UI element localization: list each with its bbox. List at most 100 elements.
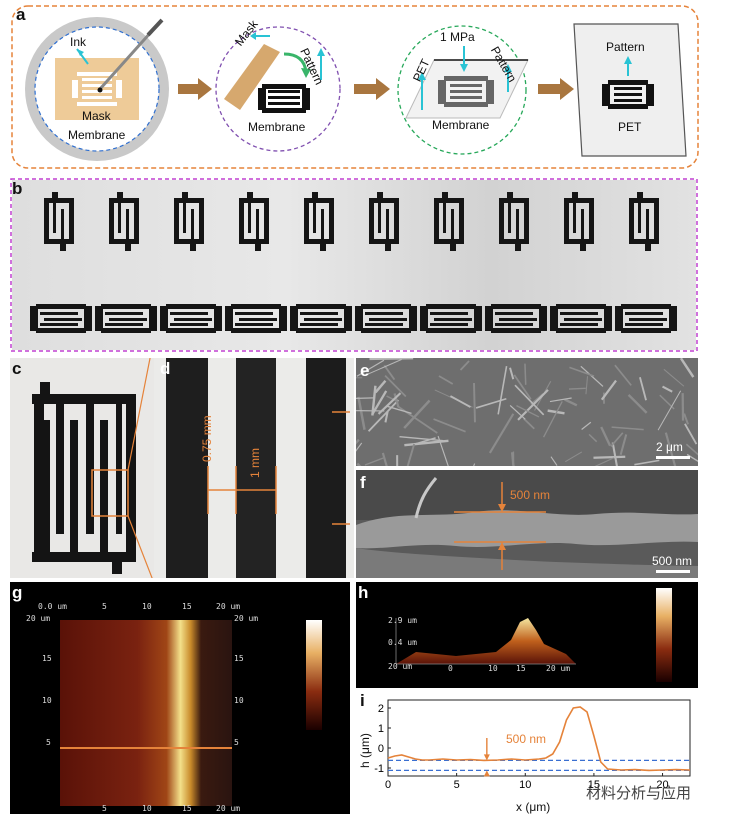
horizontal-electrode-pattern (30, 304, 92, 333)
vertical-electrode-pattern (369, 192, 399, 251)
sem-fiber (568, 387, 586, 390)
g-bottom-tick-3: 20 um (216, 804, 241, 813)
process-arrow-3 (538, 78, 574, 100)
panel-g-afm (60, 620, 322, 806)
h-z-tick-1: 0.4 um (388, 638, 417, 647)
sem-fiber (664, 432, 677, 466)
h-z-tick-2: 20 um (388, 662, 413, 671)
sem-fiber (524, 363, 527, 385)
sem-fiber (659, 394, 675, 410)
sem-fiber (657, 390, 682, 431)
sem-fiber (438, 375, 454, 385)
sem-fiber (473, 383, 476, 423)
vertical-electrode-pattern (499, 192, 529, 251)
step4-pattern-label: Pattern (606, 40, 645, 54)
panel-c: c (10, 358, 154, 578)
process-arrow-2 (354, 78, 390, 100)
sem-fiber (523, 417, 535, 430)
vertical-electrode-pattern (174, 192, 204, 251)
sem-fiber (611, 442, 618, 466)
sem-fiber (569, 366, 595, 377)
x-tick-label: 5 (454, 779, 460, 791)
panel-h-label: h (358, 583, 369, 602)
horizontal-electrode-pattern (160, 304, 222, 333)
x-tick-label: 20 (656, 779, 668, 791)
sem-fiber (594, 457, 615, 466)
horizontal-electrode-pattern (290, 304, 352, 333)
sem-fiber (585, 376, 589, 395)
thickness-arrowhead-bottom (483, 770, 490, 777)
sem-fiber (684, 423, 698, 445)
i-ylabel: h (μm) (358, 733, 372, 768)
panel-b-border (10, 178, 698, 352)
x-tick-label: 0 (385, 779, 391, 791)
panel-b-patterns (30, 192, 677, 333)
sem-fiber (433, 418, 466, 433)
g-right-tick-3: 5 (234, 738, 239, 747)
sem-fiber (600, 426, 612, 447)
sem-fiber (509, 405, 526, 420)
line-width-label: 1 mm (248, 448, 262, 478)
panel-f-scalebar-label: 500 nm (652, 554, 693, 568)
height-profile-line (387, 706, 691, 772)
sem-fiber (516, 404, 540, 418)
sem-fiber (683, 413, 689, 425)
panel-d-lines (166, 358, 350, 578)
sem-fiber (511, 462, 515, 466)
sem-fiber (611, 426, 644, 431)
plot-frame (387, 699, 691, 777)
sem-fiber (393, 393, 400, 408)
panel-f-sem (356, 470, 698, 578)
step1-membrane-label: Membrane (68, 128, 126, 142)
sem-fiber (387, 405, 412, 415)
sem-fiber (600, 379, 617, 401)
panel-e-scalebar-label: 2 μm (656, 440, 683, 454)
sem-fiber (497, 366, 508, 415)
x-tick-label: 10 (519, 779, 531, 791)
sem-fiber (459, 360, 470, 371)
horizontal-electrode-pattern (95, 304, 157, 333)
panel-e-scalebar (656, 456, 690, 459)
sem-fiber (369, 358, 414, 361)
panel-i-label: i (360, 691, 365, 710)
vertical-electrode-pattern (629, 192, 659, 251)
y-tick-label: 0 (378, 743, 384, 755)
panel-f: 500 nm f 500 nm (356, 470, 698, 578)
panel-f-label: f (360, 473, 366, 492)
h-x-tick-3: 20 um (546, 664, 571, 673)
vertical-electrode-pattern (239, 192, 269, 251)
panel-b-photo (12, 180, 696, 350)
sem-fiber (488, 413, 515, 454)
step3-diagram (397, 25, 529, 155)
sem-fiber (371, 385, 377, 416)
sem-fiber (627, 394, 648, 414)
h-x-tick-2: 15 (516, 664, 526, 673)
sem-fiber (679, 358, 695, 378)
step2-diagram (215, 26, 341, 152)
g-top-tick-0: 0.0 um (38, 602, 67, 611)
y-tick-label: 1 (378, 723, 384, 735)
sem-fiber (634, 459, 660, 466)
sem-fiber (356, 397, 374, 399)
sem-fiber (374, 379, 387, 394)
sem-fiber (588, 433, 598, 443)
g-right-tick-1: 15 (234, 654, 244, 663)
vertical-electrode-pattern (44, 192, 74, 251)
panel-d: 0.75 mm 1 mm d (154, 358, 354, 578)
sem-fiber (580, 365, 604, 387)
g-top-tick-3: 15 (182, 602, 192, 611)
sem-fiber (517, 389, 549, 421)
horizontal-electrode-pattern (355, 304, 417, 333)
g-right-tick-0: 20 um (234, 614, 259, 623)
sem-fiber (384, 374, 407, 398)
step3-membrane-label: Membrane (432, 118, 490, 132)
sem-fiber (437, 435, 449, 466)
horizontal-electrode-pattern (485, 304, 547, 333)
sem-fiber (565, 451, 583, 463)
h-x-tick-1: 10 (488, 664, 498, 673)
sem-fiber (663, 368, 685, 387)
sem-fiber (542, 401, 563, 438)
panel-e: e 2 μm (356, 358, 698, 466)
g-left-tick-2: 10 (42, 696, 52, 705)
